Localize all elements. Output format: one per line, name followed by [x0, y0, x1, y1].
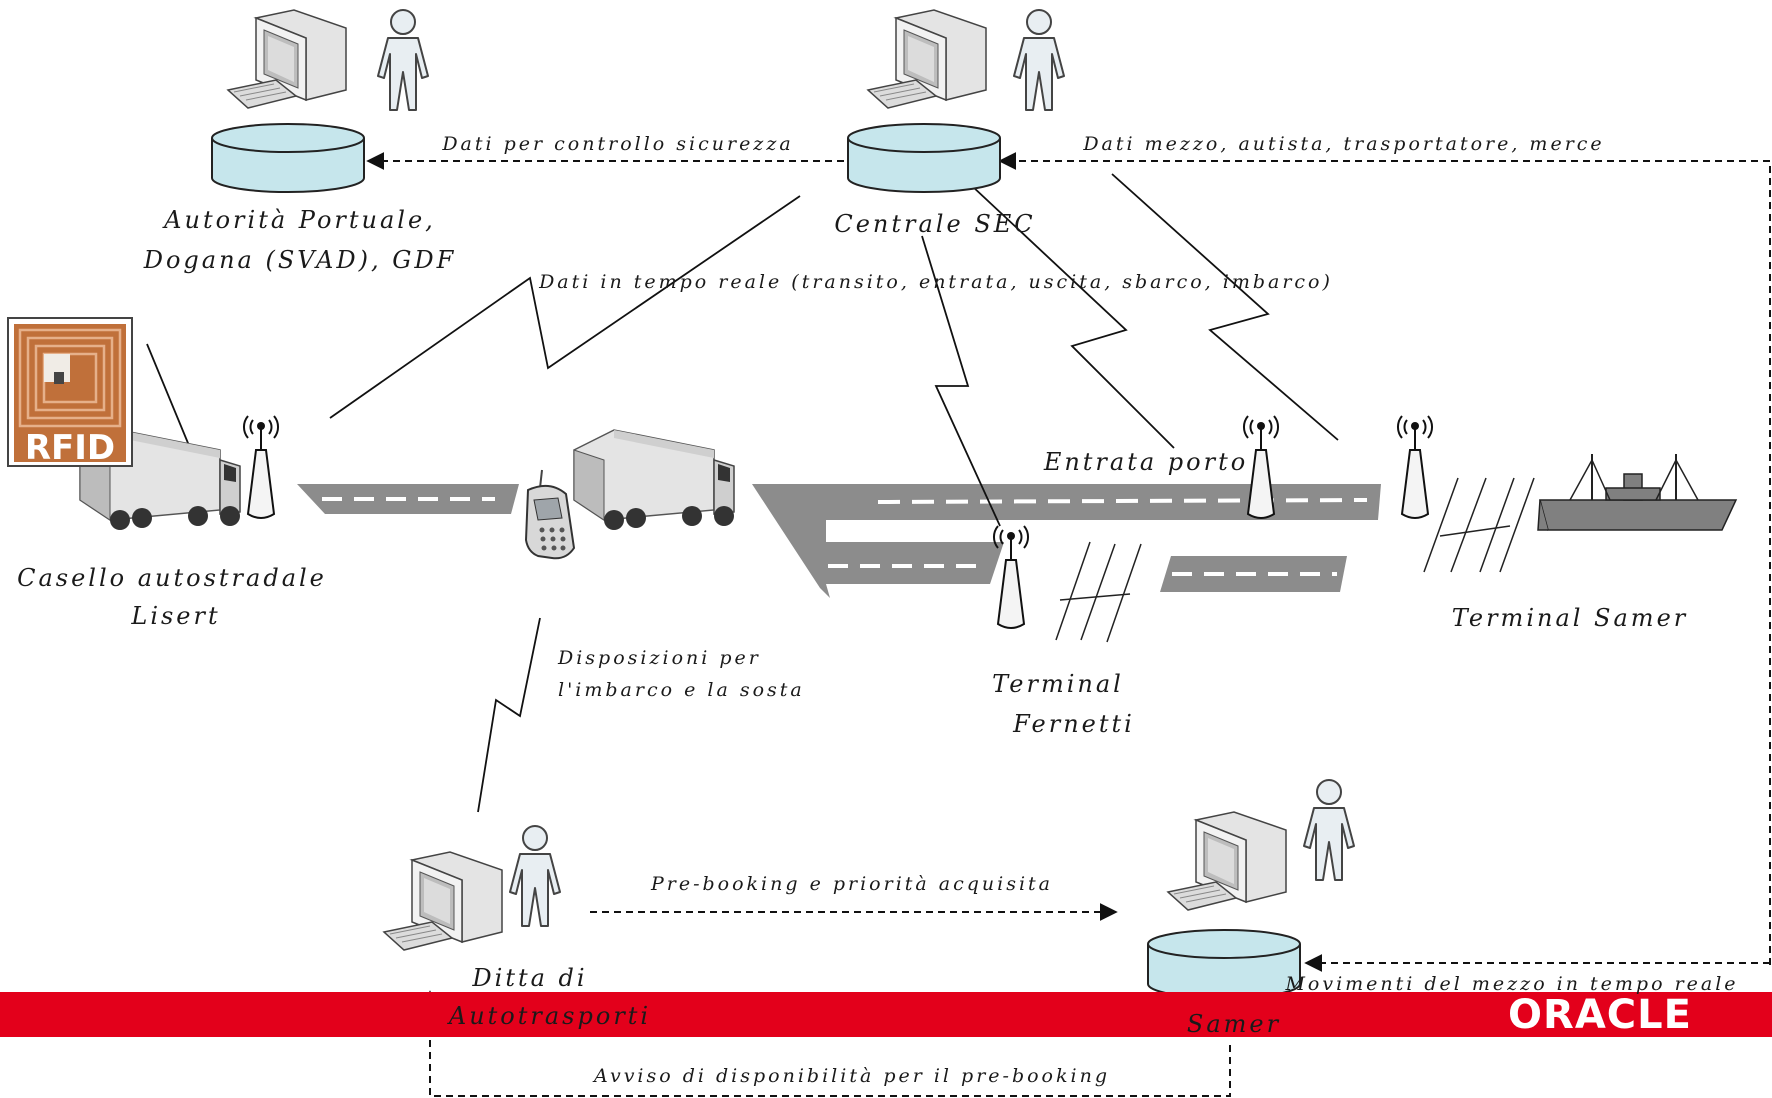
ditta-node: [383, 825, 561, 951]
ditta-label-1: Ditta di: [471, 964, 587, 992]
person-icon: [1303, 779, 1355, 881]
database-icon: [1147, 929, 1301, 999]
centrale-label: Centrale SEC: [834, 210, 1035, 238]
samer-label: Samer: [1187, 1010, 1281, 1038]
antenna-icon: [992, 525, 1030, 629]
road-lisert: [297, 484, 519, 514]
flow-disposizioni-label-2: l'imbarco e la sosta: [558, 679, 805, 701]
connector-lines: [146, 173, 1339, 813]
arrow-mezzo: [998, 152, 1771, 965]
ditta-label-2: Autotrasporti: [447, 1002, 651, 1030]
flow-disposizioni-label-1: Disposizioni per: [557, 647, 761, 669]
ship: [1537, 454, 1738, 531]
person-icon: [509, 825, 561, 927]
flow-tempo-reale-label: Dati in tempo reale (transito, entrata, …: [538, 271, 1333, 293]
truck-icon: [573, 429, 735, 531]
flow-mezzo-label: Dati mezzo, autista, trasportatore, merc…: [1082, 133, 1604, 155]
hatch-samer: [1423, 477, 1535, 573]
database-icon: [211, 123, 365, 193]
entrata-label: Entrata porto: [1043, 448, 1248, 476]
flow-movimenti-label: Movimenti del mezzo in tempo reale: [1284, 973, 1738, 995]
dashed-arrows: [366, 152, 1771, 1097]
flow-avviso-label: Avviso di disponibilità per il pre-booki…: [592, 1065, 1110, 1087]
antenna-icon: [1396, 415, 1434, 519]
database-icon: [847, 123, 1001, 193]
fernetti-label-1: Terminal: [992, 670, 1124, 698]
autorita-label-1: Autorità Portuale,: [162, 206, 436, 234]
computer-icon: [867, 9, 987, 109]
person-icon: [377, 9, 429, 111]
computer-icon: [383, 851, 503, 951]
road-port: [752, 484, 1381, 598]
hatch-fernetti: [1055, 541, 1142, 643]
rfid-label: RFID: [25, 428, 115, 468]
autorita-node: [211, 9, 429, 193]
casello-label-1: Casello autostradale: [17, 564, 327, 592]
casello-label-2: Lisert: [130, 602, 220, 630]
person-icon: [1013, 9, 1065, 111]
arrow-avviso: [421, 990, 1231, 1097]
antenna-icon: [242, 415, 280, 519]
antenna-icon: [1242, 415, 1280, 519]
mobile-phone-icon: [524, 469, 576, 560]
oracle-logo: ORACLE: [1508, 992, 1692, 1038]
centrale-node: [847, 9, 1065, 193]
rfid-tag: RFID: [7, 317, 133, 468]
autorita-label-2: Dogana (SVAD), GDF: [143, 246, 457, 274]
flow-controllo-label: Dati per controllo sicurezza: [441, 133, 793, 155]
samer-terminal-label: Terminal Samer: [1452, 604, 1689, 632]
computer-icon: [1167, 811, 1287, 911]
oracle-footer-band: [0, 992, 1772, 1037]
flow-prebooking-label: Pre-booking e priorità acquisita: [650, 873, 1053, 895]
fernetti-label-2: Fernetti: [1012, 710, 1135, 738]
computer-icon: [227, 9, 347, 109]
samer-node: [1147, 779, 1355, 999]
